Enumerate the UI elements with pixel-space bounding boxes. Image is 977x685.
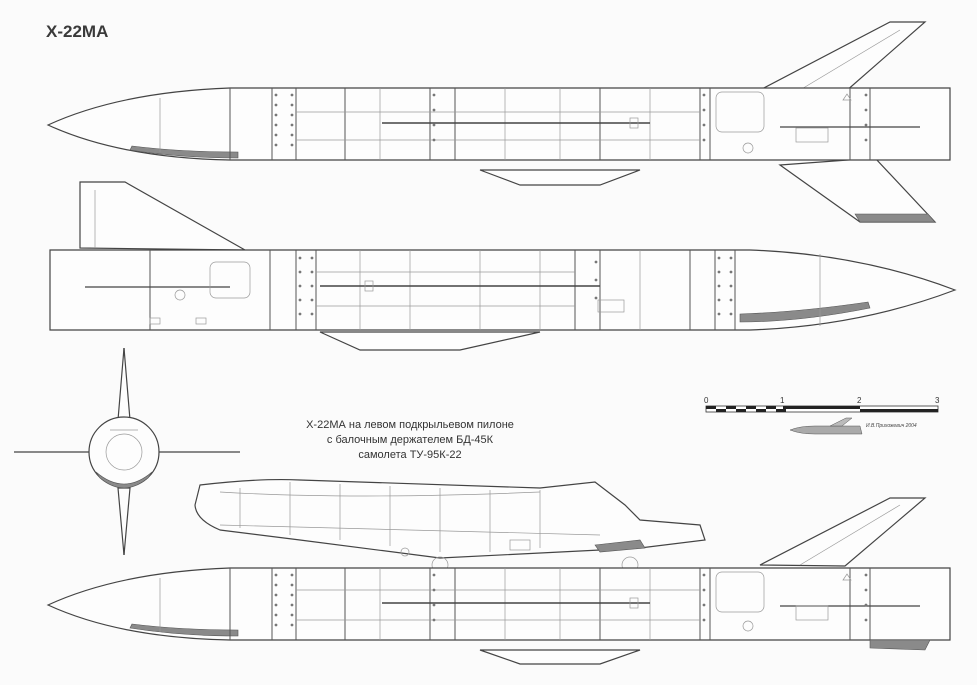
author-signature: И.В.Прихожевич 2004 xyxy=(866,423,917,429)
front-view xyxy=(14,347,240,556)
ventral-fairing xyxy=(479,169,641,186)
caption-line-3: самолета ТУ-95К-22 xyxy=(358,449,462,461)
vertical-fin xyxy=(757,21,927,93)
ventral-fairing xyxy=(319,331,541,351)
ventral-fin xyxy=(778,157,937,223)
side-view-top xyxy=(46,21,951,223)
scale-tick-3: 3 xyxy=(935,396,940,405)
caption-line-2: с балочным держателем БД-45К xyxy=(326,434,494,446)
side-view-middle xyxy=(49,181,957,351)
missile-fuselage xyxy=(46,87,951,161)
pylon-view xyxy=(194,478,706,574)
vertical-fin xyxy=(759,497,927,567)
scale-bar: 0 1 2 3 И.В.Прихожевич 2004 xyxy=(704,396,940,435)
drawing-title: Х-22МА xyxy=(46,22,109,41)
drawing-caption: Х-22МА на левом подкрыльевом пилоне с ба… xyxy=(275,418,545,463)
missile-fuselage xyxy=(46,567,951,641)
scale-tick-0: 0 xyxy=(704,396,709,405)
pylon-bd45k xyxy=(194,478,706,559)
caption-line-1: Х-22МА на левом подкрыльевом пилоне xyxy=(306,419,514,431)
scale-tick-2: 2 xyxy=(857,396,862,405)
scale-tick-1: 1 xyxy=(780,396,785,405)
side-view-bottom xyxy=(46,497,951,665)
missile-fuselage xyxy=(49,249,957,331)
vertical-fin xyxy=(79,181,246,251)
ventral-fairing xyxy=(479,649,641,665)
